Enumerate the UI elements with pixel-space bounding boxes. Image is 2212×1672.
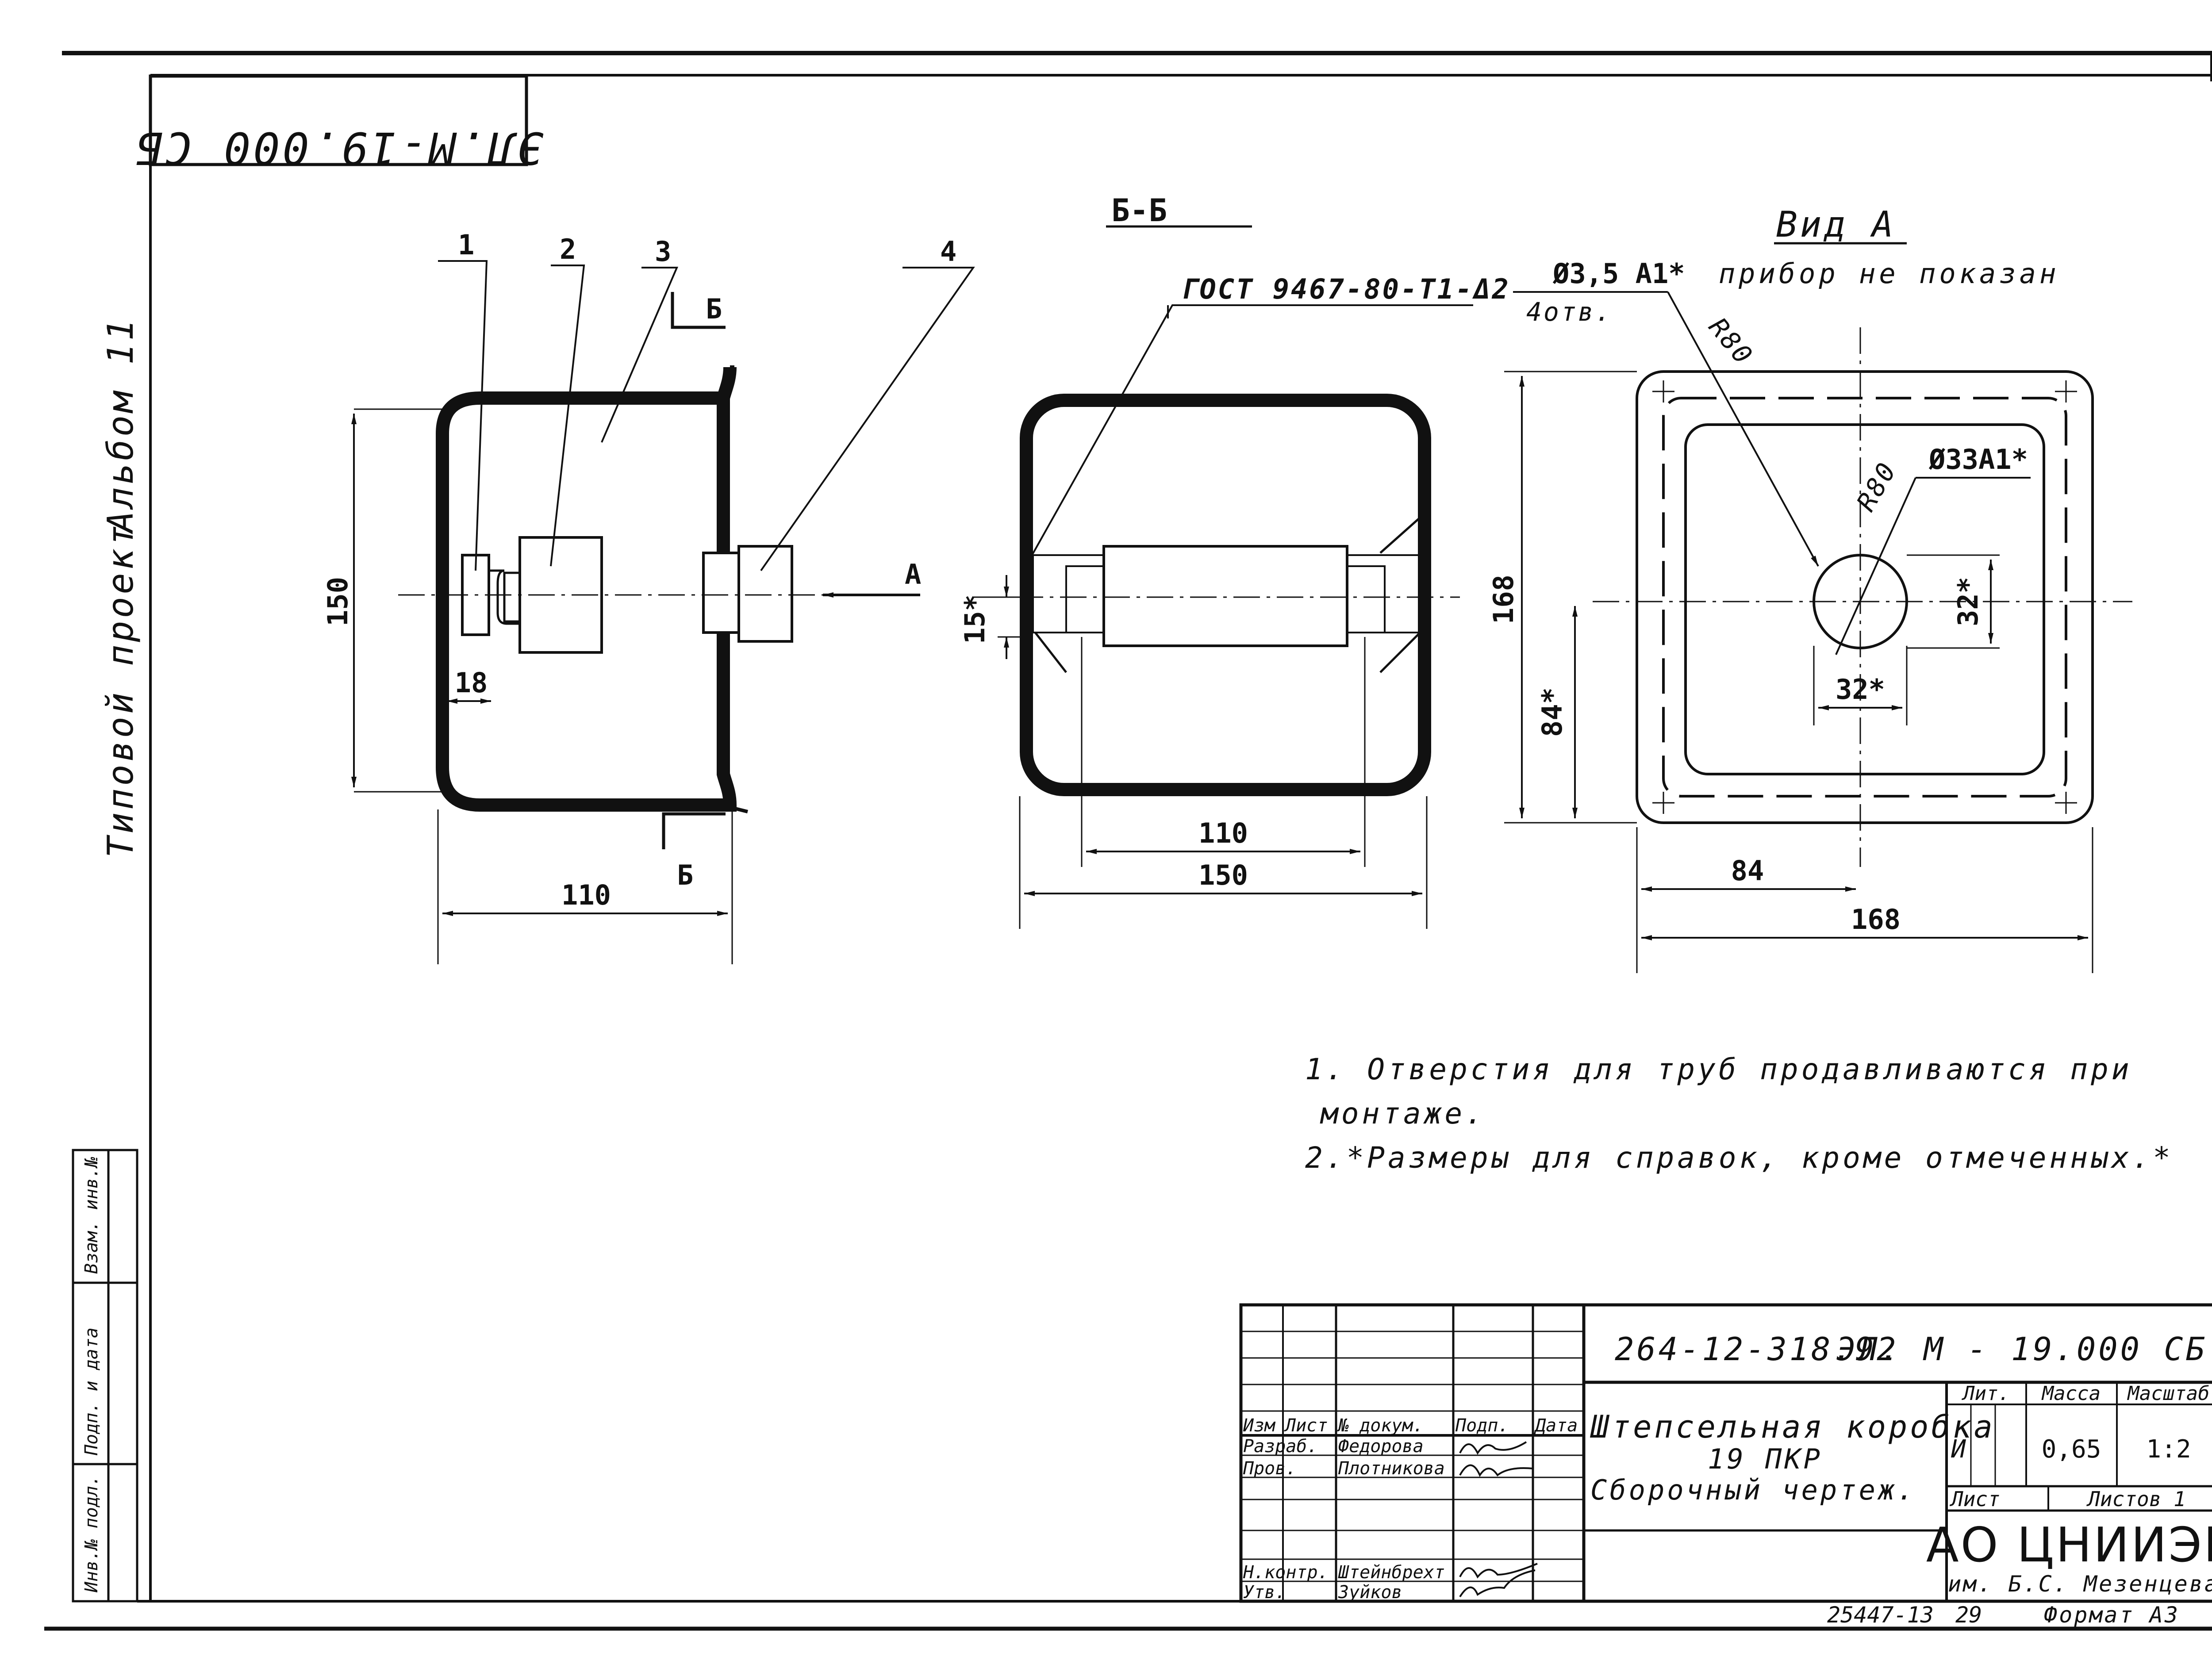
tb-name-prov: Плотникова xyxy=(1338,1458,1445,1479)
view-a: Вид А прибор не показан Ø3,5 А1* 4отв. R… xyxy=(1487,204,2132,973)
tb-role-razrab: Разраб. xyxy=(1243,1436,1318,1457)
tb-role-nkontr: Н.контр. xyxy=(1243,1562,1329,1583)
hole-spec: Ø3,5 А1* xyxy=(1552,257,1685,290)
tb-head-data: Дата xyxy=(1534,1415,1578,1436)
dim-v3-half-width: 84 xyxy=(1731,855,1764,887)
leader-3: 3 xyxy=(655,235,671,268)
left-strip xyxy=(72,1149,138,1603)
tb-role-utv: Утв. xyxy=(1243,1582,1286,1603)
section-title: Б-Б xyxy=(1111,192,1167,229)
tb-sheets-label: Листов 1 xyxy=(2086,1487,2186,1511)
tb-name-nkontr: Штейнбрехт xyxy=(1338,1562,1445,1583)
mirrored-stamp: ЭЛ.М-19.000 СБ xyxy=(134,74,544,174)
tb-sheet-label: Лист xyxy=(1949,1487,2000,1511)
dim-v3-hole-x: 32* xyxy=(1836,673,1885,706)
leader-1: 1 xyxy=(458,229,474,261)
view-arrow-label: А xyxy=(905,558,921,591)
dim-v2-outer: 150 xyxy=(1198,859,1248,891)
view-section-bb: Б-Б ГОСТ 9467-80-Т1-Δ2 15* 110 150 xyxy=(959,192,1510,929)
tb-head-podp: Подп. xyxy=(1455,1415,1509,1436)
title-block xyxy=(1239,1303,2212,1603)
tb-head-izm: Изм xyxy=(1243,1415,1276,1436)
dim-v1-width: 110 xyxy=(561,879,611,911)
gost-note: ГОСТ 9467-80-Т1-Δ2 xyxy=(1181,273,1510,305)
tb-title-line-2: 19 ПКР xyxy=(1708,1443,1823,1475)
hole-count: 4отв. xyxy=(1526,297,1613,327)
tb-title-line-1: Штепсельная коробка xyxy=(1590,1409,1995,1445)
tb-org-name: АО ЦНИИЭП xyxy=(1926,1518,2212,1573)
strip-vzam-inv: Взам. инв.№ xyxy=(81,1157,102,1274)
dim-v1-offset: 18 xyxy=(455,667,488,699)
radius-b: R80 xyxy=(1851,456,1902,516)
center-hole-spec: Ø33А1* xyxy=(1928,443,2028,476)
dim-v3-half-height: 84* xyxy=(1536,687,1568,737)
section-component xyxy=(1102,545,1348,647)
dim-v3-height: 168 xyxy=(1487,575,1520,624)
tb-role-prov: Пров. xyxy=(1243,1458,1296,1479)
side-project: Типовой проект xyxy=(100,522,141,858)
side-album: Альбом 11 xyxy=(100,317,141,534)
page-number-box: 28 xyxy=(2210,53,2212,81)
section-mark-top: Б xyxy=(706,293,722,325)
tb-org-sub: им. Б.С. Мезенцева xyxy=(1948,1571,2212,1597)
part-4 xyxy=(737,545,793,643)
tb-mass-label: Масса xyxy=(2041,1382,2101,1405)
signatures xyxy=(1459,1441,1538,1598)
leader-4: 4 xyxy=(940,235,956,268)
note-1-line-1: 1. Отверстия для труб продавливаются при xyxy=(1305,1052,2132,1086)
tb-name-razrab: Федорова xyxy=(1338,1436,1424,1457)
dim-v3-hole-y: 32* xyxy=(1952,577,1984,626)
view-side-section: А Б Б 1 2 3 4 150 110 18 xyxy=(322,229,975,964)
dim-v1-height: 150 xyxy=(322,577,354,626)
note-2: 2.*Размеры для справок, кроме отмеченных… xyxy=(1305,1141,2174,1175)
tb-head-list: Лист xyxy=(1284,1415,1328,1436)
footer-num: 29 xyxy=(1955,1602,1982,1628)
footer-code: 25447-13 xyxy=(1827,1602,1934,1628)
section-mark-bottom: Б xyxy=(677,859,693,891)
dim-v3-width: 168 xyxy=(1851,903,1901,936)
notes: 1. Отверстия для труб продавливаются при… xyxy=(1305,1052,2174,1175)
radius-a: R80 xyxy=(1703,312,1759,371)
mirrored-code: ЭЛ.М-19.000 СБ xyxy=(134,122,544,174)
tb-scale-label: Масштаб xyxy=(2127,1382,2209,1405)
tb-title-line-3: Сборочный чертеж. xyxy=(1590,1474,1916,1506)
view-title: Вид А xyxy=(1776,204,1896,245)
view-note: прибор не показан xyxy=(1719,257,2060,290)
dim-v2-inner: 110 xyxy=(1198,817,1248,849)
tb-name-utv: Зуйков xyxy=(1338,1582,1402,1603)
strip-podp-data: Подп. и дата xyxy=(81,1327,102,1456)
tb-lit-value: И xyxy=(1951,1435,1966,1464)
tb-scale-value: 1:2 xyxy=(2146,1435,2191,1464)
doc-code: 264-12-318.92 xyxy=(1615,1331,1899,1368)
note-1-line-2: монтаже. xyxy=(1320,1097,1486,1131)
strip-inv-podl: Инв.№ подл. xyxy=(81,1475,102,1593)
dim-v2-offset: 15* xyxy=(959,594,991,644)
tb-head-doc: № докум. xyxy=(1337,1415,1424,1436)
tb-lit-label: Лит. xyxy=(1961,1382,2010,1405)
drawing-code: ЭЛ. М - 19.000 СБ xyxy=(1836,1331,2208,1368)
footer-format: Формат А3 xyxy=(2044,1602,2180,1628)
leader-2: 2 xyxy=(560,233,576,265)
tb-mass-value: 0,65 xyxy=(2042,1435,2101,1464)
